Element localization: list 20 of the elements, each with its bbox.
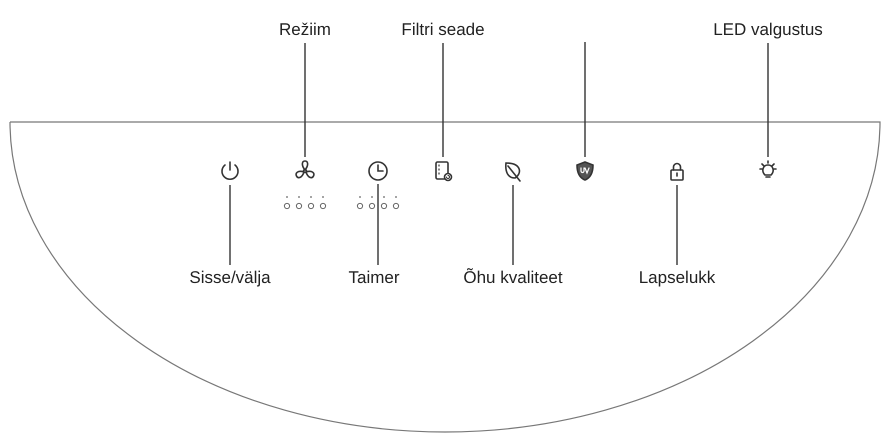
leader-line <box>767 43 769 157</box>
leader-line <box>584 42 586 157</box>
control-label: LED valgustus <box>713 20 823 40</box>
control-label: Lapselukk <box>638 268 716 288</box>
leader-line <box>676 185 678 265</box>
control-label: Sisse/välja <box>189 268 271 288</box>
leader-line <box>377 184 379 265</box>
leader-line <box>229 185 231 265</box>
filter-icon <box>432 160 454 182</box>
leaf-icon <box>502 160 524 182</box>
leader-line <box>512 185 514 265</box>
clock-icon <box>367 160 389 182</box>
control-label: Taimer <box>348 268 400 288</box>
control-label: Õhu kvaliteet <box>463 268 563 288</box>
power-icon <box>219 160 241 182</box>
leader-line <box>304 43 306 157</box>
control-label: Režiim <box>279 20 331 40</box>
leader-line <box>442 43 444 157</box>
control-label: Filtri seade <box>401 20 485 40</box>
shield-icon <box>574 160 596 182</box>
